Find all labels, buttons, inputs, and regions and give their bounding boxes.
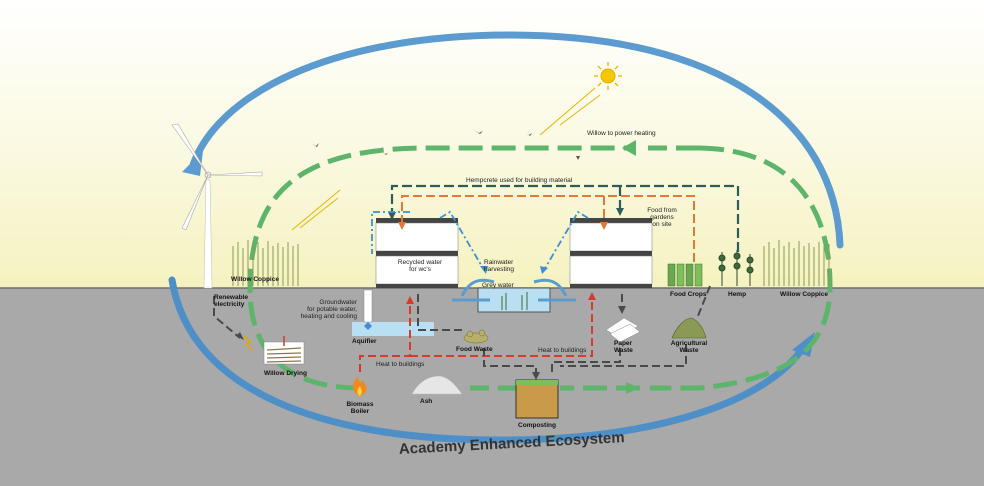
food-from-gardens-flow xyxy=(401,195,695,262)
label-heat-to-buildings-right: Heat to buildings xyxy=(538,347,587,354)
label-aquifier: Aquifier xyxy=(352,338,377,345)
label-rainwater-2: harvesting xyxy=(484,266,514,273)
outer-blue-cycle xyxy=(168,31,844,444)
electricity-bolt-icon xyxy=(243,335,253,351)
heat-flow xyxy=(359,296,593,372)
groundwater-pipe xyxy=(363,289,373,330)
aquifier-layer xyxy=(352,322,434,336)
label-ash: Ash xyxy=(420,398,432,405)
agricultural-waste-icon xyxy=(671,317,707,339)
label-food-from-gardens-2: gardens xyxy=(650,214,674,221)
label-willow-drying: Willow Drying xyxy=(264,370,307,377)
hemp-icon xyxy=(718,250,754,286)
label-renewable-electricity-2: electricity xyxy=(214,301,245,308)
label-willow-to-power-heating: Willow to power heating xyxy=(587,130,656,137)
label-agricultural-waste-2: Waste xyxy=(680,347,699,354)
label-biomass-boiler-1: Biomass xyxy=(346,401,373,408)
label-paper-waste-1: Paper xyxy=(614,340,633,347)
label-grey-water: Grey water xyxy=(482,282,515,289)
ash-pile-icon xyxy=(411,375,463,395)
food-waste-icon xyxy=(463,329,489,344)
label-rainwater-1: Rainwater xyxy=(484,259,514,266)
paper-icon xyxy=(605,317,641,343)
label-biomass-boiler-2: Boiler xyxy=(351,408,370,415)
label-groundwater-1: Groundwater xyxy=(319,299,357,306)
label-paper-waste-2: Waste xyxy=(614,347,633,354)
bird-icon xyxy=(312,130,580,160)
label-renewable-electricity-1: Renewable xyxy=(214,294,248,301)
label-hemp: Hemp xyxy=(728,291,746,298)
label-groundwater-3: heating and cooling xyxy=(301,313,358,320)
ground xyxy=(0,288,984,486)
label-food-waste: Food Waste xyxy=(456,346,493,353)
label-food-crops: Food Crops xyxy=(670,291,707,298)
label-heat-to-buildings-left: Heat to buildings xyxy=(376,361,425,368)
label-willow-coppice-left: Willow Coppice xyxy=(231,276,279,283)
willow-coppice-right xyxy=(763,240,830,286)
food-crops-icon xyxy=(667,263,703,287)
fire-icon xyxy=(353,376,367,396)
composting-icon xyxy=(515,379,559,419)
hempcrete-flow xyxy=(390,184,740,252)
label-food-from-gardens-1: Food from xyxy=(647,207,677,214)
label-food-from-gardens-3: on site xyxy=(652,221,672,228)
sky xyxy=(0,0,984,288)
label-recycled-water-2: for wc's xyxy=(409,266,432,273)
grey-water-loop xyxy=(452,278,576,302)
label-hempcrete: Hempcrete used for building material xyxy=(466,177,573,184)
label-agricultural-waste-1: Agricultural xyxy=(671,340,708,347)
wind-turbine-icon xyxy=(171,123,263,289)
sun-rays xyxy=(291,87,601,231)
willow-coppice-left xyxy=(232,240,299,286)
label-willow-coppice-right: Willow Coppice xyxy=(780,291,828,298)
left-building xyxy=(375,218,459,288)
right-building xyxy=(569,218,653,288)
label-groundwater-2: for potable water, xyxy=(307,306,357,313)
label-recycled-water-1: Recycled water xyxy=(398,259,443,266)
waste-flow xyxy=(213,285,711,374)
willow-drying-icon xyxy=(263,336,305,365)
label-composting: Composting xyxy=(518,422,556,429)
sun-icon xyxy=(594,62,622,90)
